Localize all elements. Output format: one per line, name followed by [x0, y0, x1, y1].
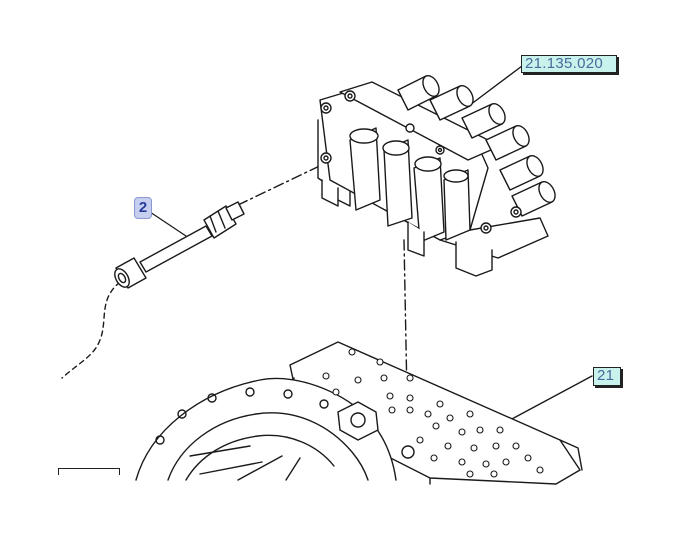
- assembly-line-pipe: [237, 159, 333, 206]
- leader-line-valve-block: [465, 65, 523, 109]
- valve-block: [317, 75, 556, 277]
- part-callout-2[interactable]: 2: [134, 197, 152, 219]
- leader-line-housing: [509, 375, 593, 421]
- reference-label-cropped: [58, 468, 120, 475]
- callout-leader: [149, 211, 187, 237]
- routing-line: [61, 281, 121, 379]
- pipe-assembly: [114, 201, 245, 289]
- transmission-housing: [135, 341, 583, 485]
- reference-label-housing[interactable]: 21: [593, 367, 621, 386]
- reference-label-valve-block[interactable]: 21.135.020: [521, 55, 617, 73]
